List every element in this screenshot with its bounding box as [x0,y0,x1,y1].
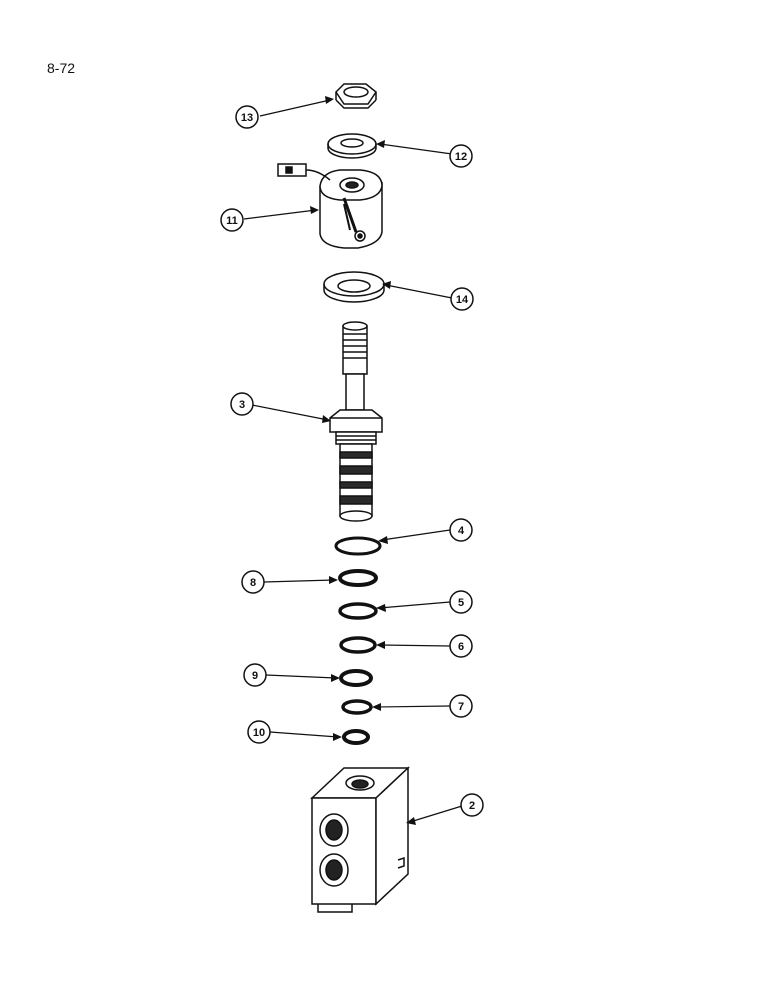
page-number: 8-72 [47,60,76,76]
svg-text:5: 5 [458,597,464,609]
part-6-o-ring [339,636,377,654]
callout-7: 7 [449,694,473,718]
callout-12: 12 [449,144,473,168]
callout-11: 11 [220,208,244,232]
svg-text:10: 10 [253,727,265,739]
callout-10: 10 [247,720,271,744]
svg-text:6: 6 [458,641,464,653]
part-10-backup-ring [342,729,370,745]
callout-6: 6 [449,634,473,658]
svg-text:8: 8 [250,577,256,589]
svg-text:14: 14 [456,294,469,306]
svg-text:3: 3 [239,399,245,411]
part-2-valve-body [310,766,410,913]
part-3-cartridge-valve [329,321,383,522]
part-5-o-ring [338,602,378,620]
callout-13: 13 [235,105,259,129]
callout-2: 2 [460,793,484,817]
svg-text:13: 13 [241,112,253,124]
part-11-solenoid-coil [277,163,383,249]
part-8-backup-ring [338,569,378,587]
part-9-backup-ring [339,669,373,687]
callout-3: 3 [230,392,254,416]
svg-text:11: 11 [226,215,238,227]
part-7-o-ring [341,699,373,715]
callout-9: 9 [243,663,267,687]
svg-text:4: 4 [458,525,465,537]
callout-8: 8 [241,570,265,594]
svg-text:12: 12 [455,151,467,163]
part-14-washer [323,271,385,303]
svg-text:2: 2 [469,800,475,812]
svg-text:9: 9 [252,670,258,682]
callout-4: 4 [449,518,473,542]
leader-lines [243,96,463,825]
callout-5: 5 [449,590,473,614]
part-13-hex-nut [335,83,378,109]
part-4-o-ring [334,536,382,556]
callout-14: 14 [450,287,474,311]
svg-text:7: 7 [458,701,464,713]
part-12-washer [327,133,377,159]
